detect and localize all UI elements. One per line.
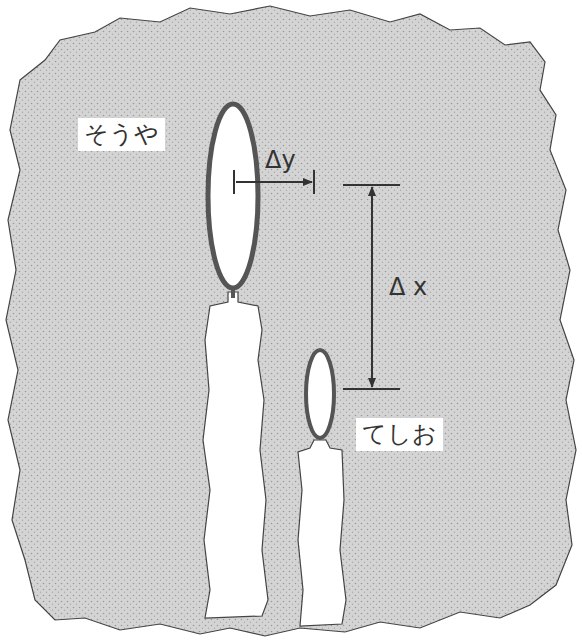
dimension-label: Δ x: [386, 272, 430, 303]
crack-left: [203, 292, 268, 618]
label-teshio: てしお: [356, 418, 443, 451]
label-sōya: そうや: [78, 118, 165, 151]
crack-right: [298, 440, 346, 626]
dimension-label: Δy: [262, 145, 299, 176]
source-ellipse-small: [306, 350, 334, 438]
stem: [231, 288, 235, 298]
rock-body: [6, 6, 576, 636]
source-ellipse-large: [208, 104, 258, 288]
